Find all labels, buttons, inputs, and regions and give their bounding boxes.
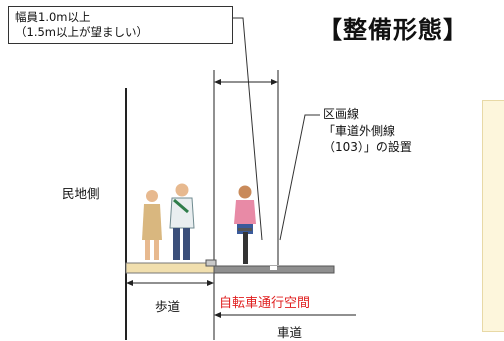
bike-lane-label: 自転車通行空間	[219, 296, 311, 311]
lane-marking	[270, 266, 277, 270]
cyclist-icon	[234, 185, 256, 264]
pedestrian-man-icon	[169, 183, 195, 260]
marking-callout-leader	[279, 114, 320, 241]
sidewalk-surface	[125, 262, 215, 274]
roadway-label: 車道	[277, 325, 303, 340]
width-note-line2: （1.5m以上が望ましい）	[15, 25, 148, 39]
side-panel	[482, 100, 504, 332]
roadway-arrow-left	[214, 312, 221, 318]
marking-note-line3: （103）」の設置	[323, 140, 412, 154]
width-arrow-head-right	[271, 79, 278, 85]
marking-note-line2: 「車道外側線	[323, 123, 396, 138]
sidewalk-label: 歩道	[155, 299, 181, 314]
marking-callout: 区画線 「車道外側線 （103）」の設置	[323, 106, 412, 156]
width-callout: 幅員1.0m以上 （1.5m以上が望ましい）	[8, 6, 233, 44]
pedestrian-woman-icon	[142, 190, 162, 260]
width-callout-leader	[233, 17, 263, 241]
private-side-label: 民地側	[62, 186, 100, 201]
width-note-line1: 幅員1.0m以上	[15, 10, 91, 24]
sidewalk-arrow-right	[207, 280, 214, 286]
diagram-title: 【整備形態】	[318, 16, 468, 44]
curb	[205, 259, 217, 267]
marking-note-line1: 区画線	[323, 107, 360, 121]
width-arrow-head-left	[214, 79, 221, 85]
sidewalk-arrow-left	[126, 280, 133, 286]
